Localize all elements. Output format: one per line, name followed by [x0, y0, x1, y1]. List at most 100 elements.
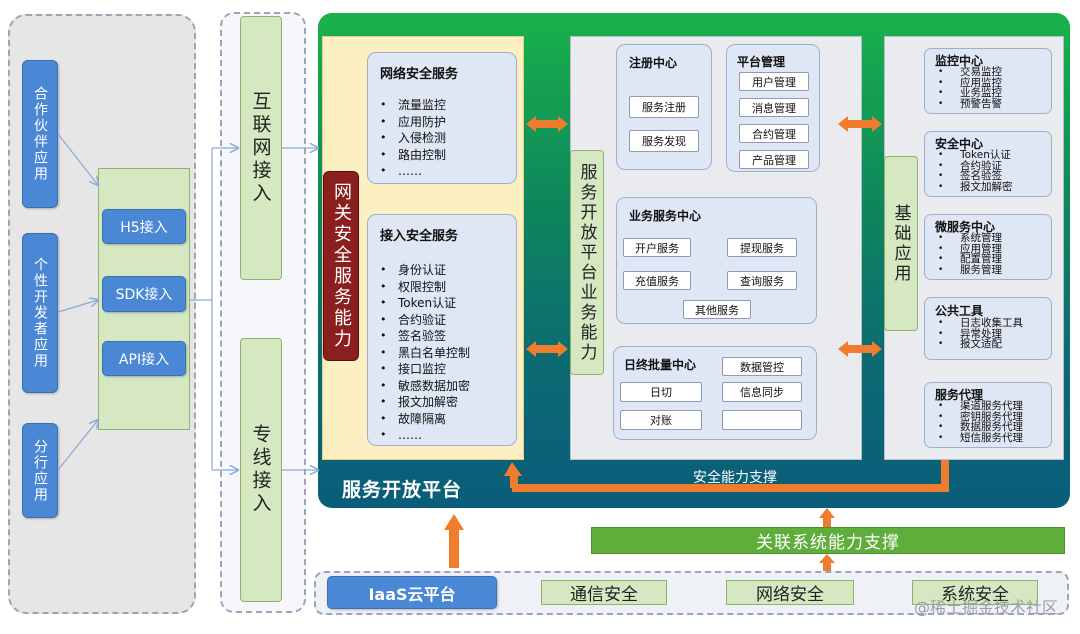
registry-center: 注册中心 服务注册 服务发现 [616, 44, 712, 170]
security-list: Token认证 合约验证 签名验签 报文加解密 [925, 150, 1013, 192]
business-center-title: 业务服务中心 [629, 209, 702, 223]
list-item: 权限控制 [374, 279, 470, 296]
watermark: @稀土掘金技术社区 [914, 598, 1059, 617]
app-partner[interactable]: 合作伙伴应用 [22, 60, 58, 208]
list-item: 短信服务代理 [925, 432, 1023, 444]
withdraw-button[interactable]: 提现服务 [727, 238, 797, 257]
monitor-center: 监控中心 交易监控 应用监控 业务监控 预警告警 [924, 48, 1052, 114]
security-support-label: 安全能力支撑 [693, 470, 777, 486]
batch-center-title: 日终批量中心 [624, 358, 697, 372]
product-mgmt-button[interactable]: 产品管理 [739, 150, 809, 169]
list-item: 应用管理 [925, 243, 1002, 255]
list-item: Token认证 [925, 150, 1013, 161]
list-item: …… [374, 163, 446, 180]
list-item: 报文加解密 [925, 181, 1013, 193]
gateway-security-label: 网关安全服务能力 [323, 171, 359, 361]
related-system-support: 关联系统能力支撑 [591, 527, 1065, 554]
query-button[interactable]: 查询服务 [727, 271, 797, 290]
list-item: 合约验证 [374, 312, 470, 329]
registry-title: 注册中心 [629, 56, 678, 70]
microservice-title: 微服务中心 [935, 220, 996, 234]
business-service-center: 业务服务中心 开户服务 提现服务 充值服务 查询服务 其他服务 [616, 197, 817, 324]
recharge-button[interactable]: 充值服务 [623, 271, 691, 290]
access-security-box: 接入安全服务 身份认证 权限控制 Token认证 合约验证 签名验签 黑白名单控… [367, 214, 517, 446]
list-item: 配置管理 [925, 254, 1002, 265]
list-item: 路由控制 [374, 147, 446, 164]
data-control-button[interactable]: 数据管控 [722, 357, 802, 376]
list-item: 合约验证 [925, 160, 1013, 172]
reconcile-button[interactable]: 对账 [620, 410, 702, 430]
platform-mgmt-title: 平台管理 [737, 55, 786, 69]
list-item: 应用防护 [374, 114, 446, 131]
list-item: 系统管理 [925, 233, 1002, 244]
network-security-title: 网络安全服务 [380, 67, 459, 82]
internet-access: 互联网接入 [240, 16, 282, 280]
list-item: 异常处理 [925, 328, 1023, 340]
open-platform-capability-label: 服务开放平台业务能力 [570, 150, 604, 375]
list-item: 身份认证 [374, 262, 470, 279]
access-security-list: 身份认证 权限控制 Token认证 合约验证 签名验签 黑白名单控制 接口监控 … [374, 262, 470, 444]
microservice-list: 系统管理 应用管理 配置管理 服务管理 [925, 233, 1002, 275]
microservice-center: 微服务中心 系统管理 应用管理 配置管理 服务管理 [924, 214, 1052, 280]
common-tools: 公共工具 日志收集工具 异常处理 报文适配 [924, 297, 1052, 360]
dedicated-line-access: 专线接入 [240, 338, 282, 602]
open-account-button[interactable]: 开户服务 [623, 238, 691, 257]
list-item: 签名验签 [925, 171, 1013, 182]
list-item: 签名验签 [374, 328, 470, 345]
list-item: 黑白名单控制 [374, 345, 470, 362]
monitor-title: 监控中心 [935, 54, 984, 68]
list-item: 入侵检测 [374, 130, 446, 147]
list-item: 报文适配 [925, 339, 1023, 350]
platform-management: 平台管理 用户管理 消息管理 合约管理 产品管理 [726, 44, 820, 172]
info-sync-button[interactable]: 信息同步 [722, 382, 802, 402]
list-item: 报文加解密 [374, 394, 470, 411]
service-discovery-button[interactable]: 服务发现 [629, 130, 699, 152]
network-security: 网络安全 [726, 580, 854, 605]
network-security-box: 网络安全服务 流量监控 应用防护 入侵检测 路由控制 …… [367, 52, 517, 184]
sdk-access-button[interactable]: SDK接入 [102, 276, 186, 312]
service-register-button[interactable]: 服务注册 [629, 96, 699, 118]
list-item: 预警告警 [925, 98, 1002, 110]
h5-access-button[interactable]: H5接入 [102, 209, 186, 244]
monitor-list: 交易监控 应用监控 业务监控 预警告警 [925, 67, 1002, 109]
list-item: 数据服务代理 [925, 422, 1023, 433]
tools-title: 公共工具 [935, 304, 984, 318]
app-developer[interactable]: 个性开发者应用 [22, 233, 58, 393]
other-service-button[interactable]: 其他服务 [683, 300, 751, 319]
tools-list: 日志收集工具 异常处理 报文适配 [925, 318, 1023, 350]
list-item: 渠道服务代理 [925, 401, 1023, 412]
access-security-title: 接入安全服务 [380, 229, 459, 244]
iaas-cloud-button[interactable]: IaaS云平台 [327, 576, 497, 609]
message-mgmt-button[interactable]: 消息管理 [739, 98, 809, 117]
service-proxy: 服务代理 渠道服务代理 密钥服务代理 数据服务代理 短信服务代理 [924, 382, 1052, 448]
up-arrow-icon [444, 514, 464, 568]
list-item: 日志收集工具 [925, 318, 1023, 329]
platform-title: 服务开放平台 [342, 479, 463, 501]
proxy-title: 服务代理 [935, 388, 984, 402]
proxy-list: 渠道服务代理 密钥服务代理 数据服务代理 短信服务代理 [925, 401, 1023, 443]
api-access-button[interactable]: API接入 [102, 341, 186, 376]
list-item: …… [374, 427, 470, 444]
security-center-title: 安全中心 [935, 137, 984, 151]
network-security-list: 流量监控 应用防护 入侵检测 路由控制 …… [374, 97, 446, 180]
contract-mgmt-button[interactable]: 合约管理 [739, 124, 809, 143]
list-item: 业务监控 [925, 88, 1002, 99]
user-mgmt-button[interactable]: 用户管理 [739, 72, 809, 91]
list-item: Token认证 [374, 295, 470, 312]
base-app-label: 基础应用 [884, 156, 918, 331]
list-item: 接口监控 [374, 361, 470, 378]
batch-center: 日终批量中心 数据管控 日切 信息同步 对账 [613, 346, 817, 440]
comm-security: 通信安全 [541, 580, 667, 605]
day-switch-button[interactable]: 日切 [620, 382, 702, 402]
list-item: 流量监控 [374, 97, 446, 114]
system-security: 系统安全 [912, 580, 1038, 605]
list-item: 故障隔离 [374, 411, 470, 428]
list-item: 密钥服务代理 [925, 411, 1023, 423]
list-item: 交易监控 [925, 67, 1002, 78]
empty-slot [722, 410, 802, 430]
list-item: 应用监控 [925, 77, 1002, 89]
list-item: 敏感数据加密 [374, 378, 470, 395]
security-center: 安全中心 Token认证 合约验证 签名验签 报文加解密 [924, 131, 1052, 197]
list-item: 服务管理 [925, 264, 1002, 276]
app-branch[interactable]: 分行应用 [22, 423, 58, 518]
